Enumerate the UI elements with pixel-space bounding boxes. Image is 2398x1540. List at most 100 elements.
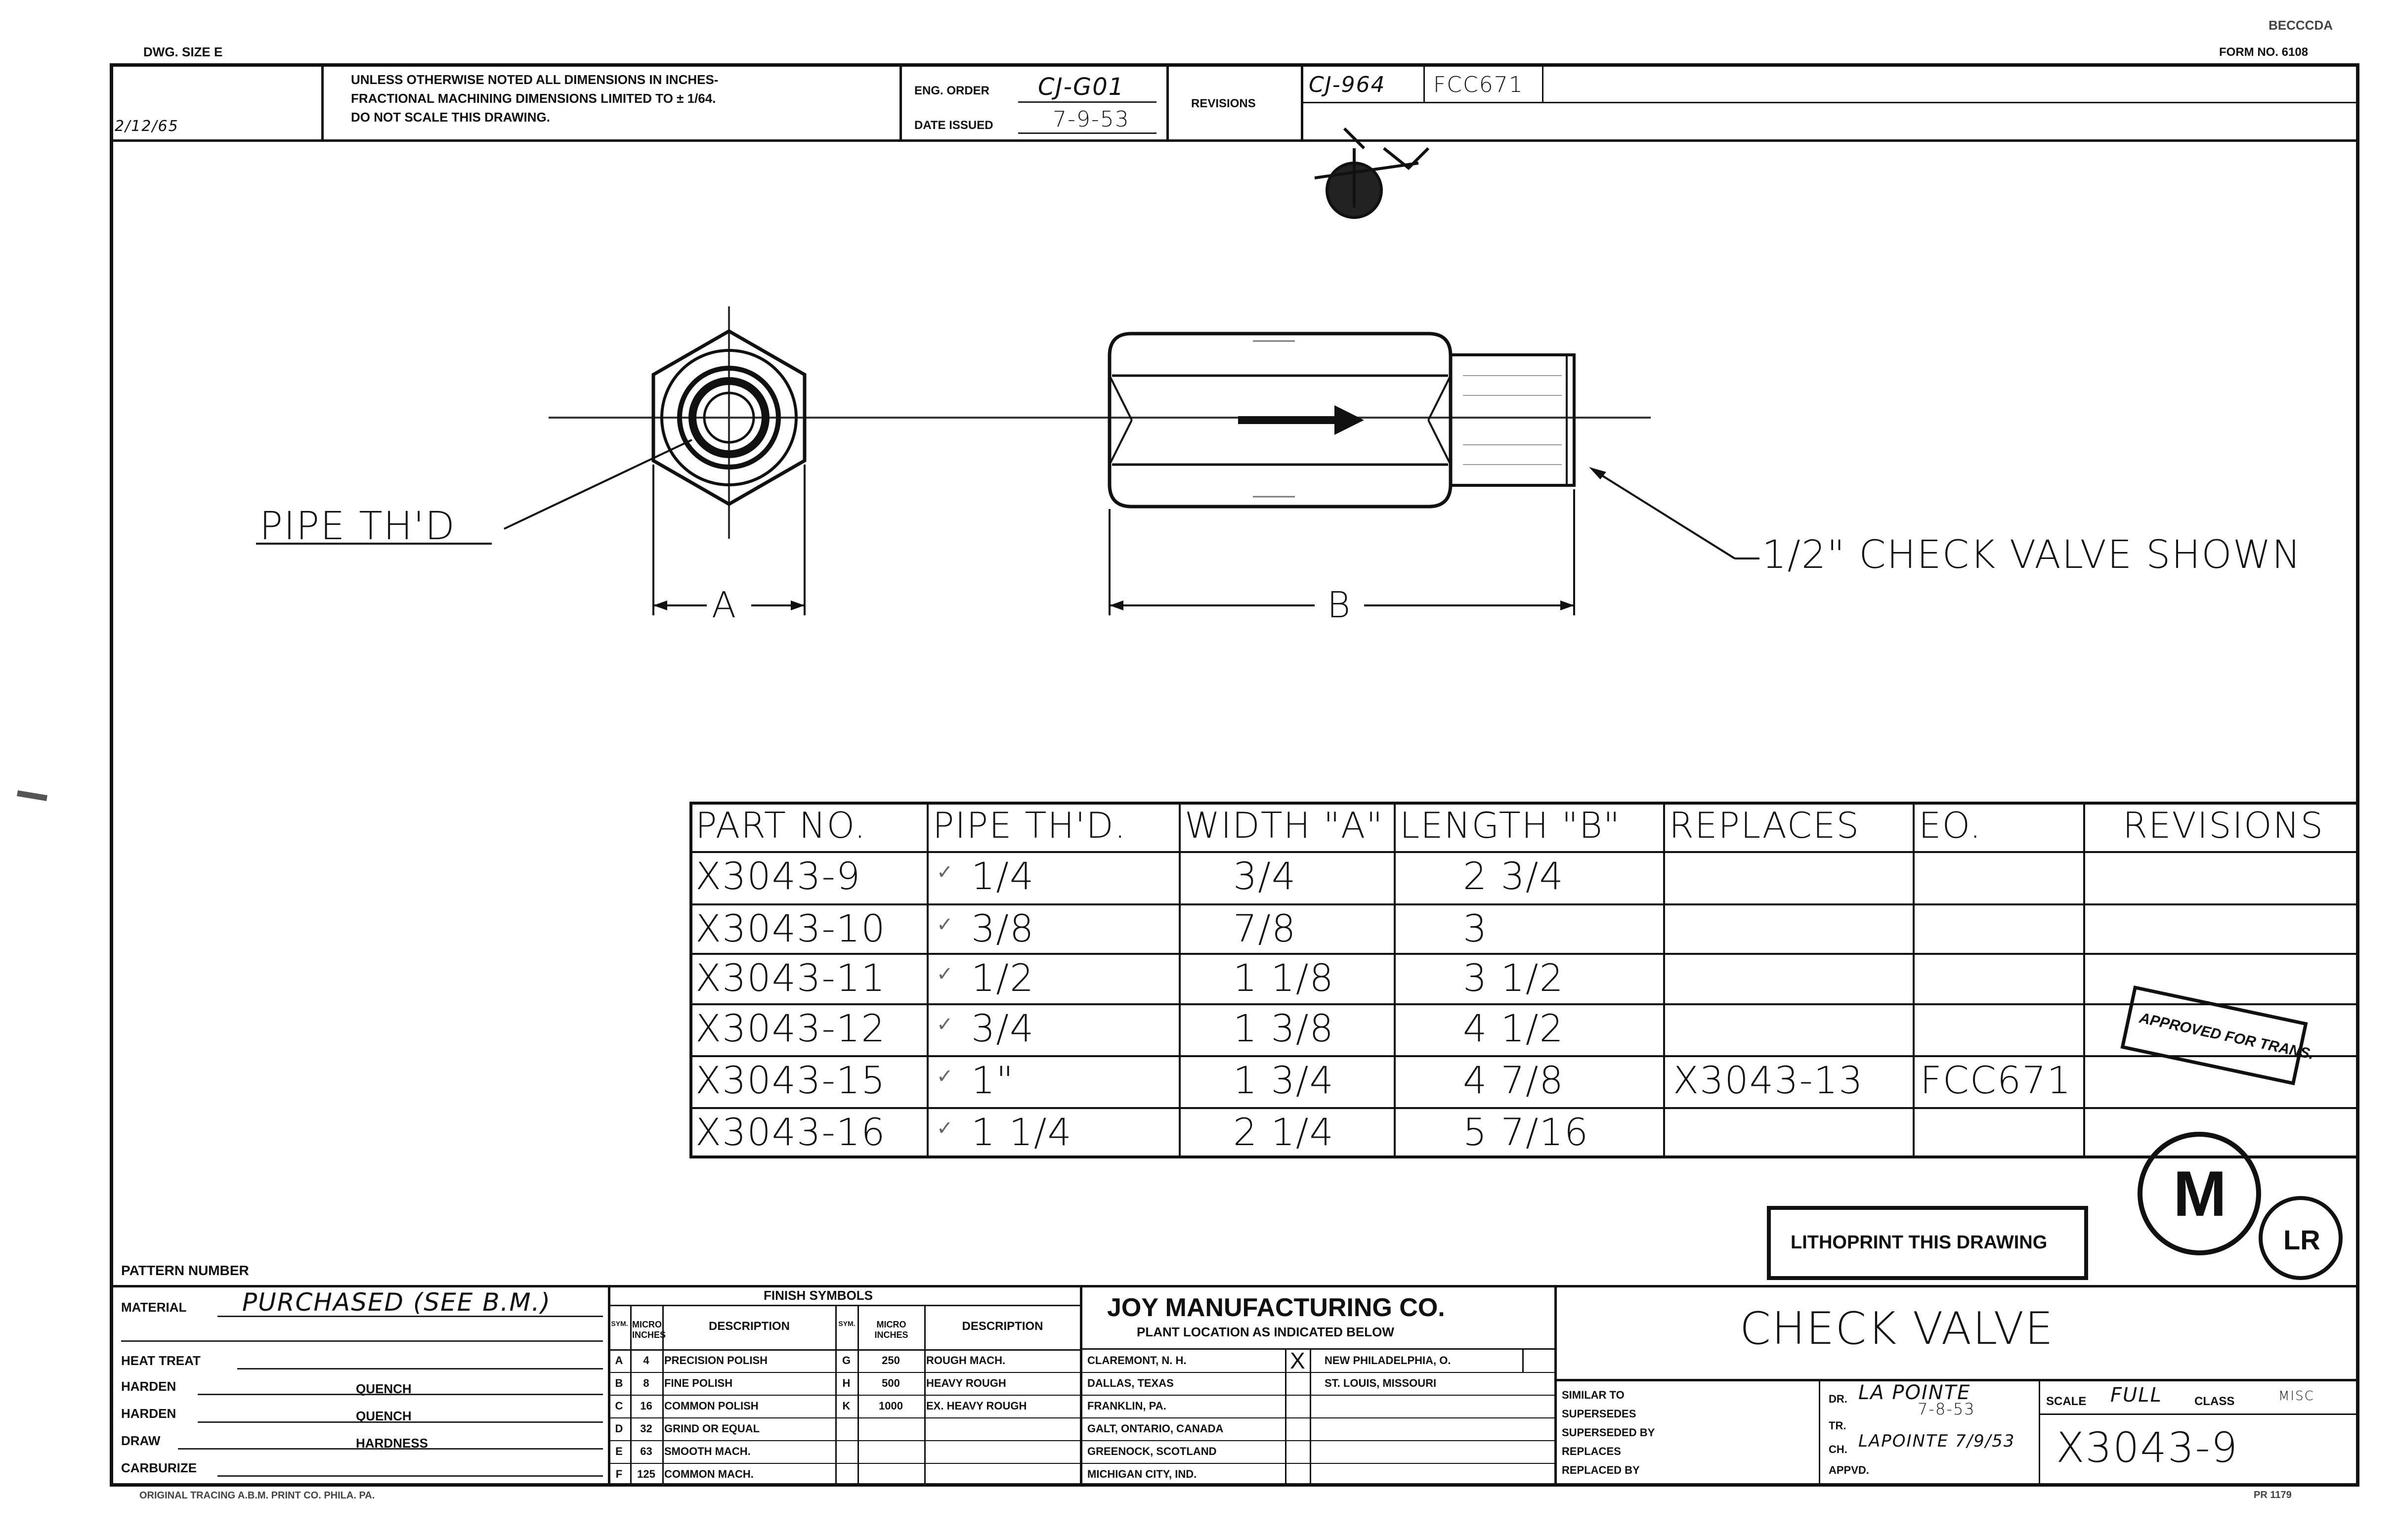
tr-label: TR. <box>1829 1419 1846 1432</box>
revision-1: CJ-964 <box>1309 72 1386 97</box>
table-column-line <box>1913 802 1915 1158</box>
company-name: JOY MANUFACTURING CO. <box>1107 1293 1445 1322</box>
plant-row-line <box>1080 1372 1554 1373</box>
dr-date: 7-8-53 <box>1918 1400 1975 1418</box>
ref-divider <box>1819 1379 1820 1487</box>
finish-cell-2-2: 8 <box>643 1377 649 1389</box>
finish-cell-2-5: 500 <box>882 1377 900 1389</box>
pattern-number-label: PATTERN NUMBER <box>121 1263 249 1278</box>
header-replaces: REPLACES <box>1669 805 1860 846</box>
header-bottom-line <box>110 139 2359 142</box>
harden-2-line <box>198 1421 603 1423</box>
finish-cell-5-2: 63 <box>640 1445 652 1457</box>
finish-cell-2-1: B <box>615 1377 623 1389</box>
table-row-2-col-1: X3043-10 <box>695 906 886 950</box>
supersedes-label: SUPERSEDES <box>1562 1408 1636 1420</box>
scale-label: SCALE <box>2046 1395 2087 1408</box>
finish-header-3: DESCRIPTION <box>708 1320 790 1333</box>
finish-row-line <box>608 1417 1080 1418</box>
finish-header-6: DESCRIPTION <box>962 1320 1043 1333</box>
lithoprint-text: LITHOPRINT THIS DRAWING <box>1791 1232 2048 1253</box>
m-logo: M <box>2138 1132 2261 1255</box>
finish-row-line <box>608 1463 1080 1464</box>
table-row-6-col-2: 1 1/4 <box>971 1110 1072 1154</box>
drawing-number: X3043-9 <box>2056 1423 2239 1472</box>
carburize-label: CARBURIZE <box>121 1460 197 1475</box>
finish-cell-3-4: K <box>842 1400 851 1412</box>
footer-right: PR 1179 <box>2254 1490 2292 1500</box>
scale-value: FULL <box>2110 1384 2162 1407</box>
finish-column-line <box>662 1305 664 1487</box>
check-tick: ✓ <box>937 963 953 985</box>
table-row-5-col-1: X3043-15 <box>695 1058 886 1102</box>
table-row-5-col-3: 1 3/4 <box>1233 1058 1334 1102</box>
table-row-6-col-1: X3043-16 <box>695 1110 886 1154</box>
finish-cell-6-1: F <box>615 1468 623 1480</box>
finish-header-line <box>608 1349 1080 1351</box>
ch-value: LAPOINTE 7/9/53 <box>1858 1431 2015 1451</box>
header-divider-1 <box>321 63 324 139</box>
finish-header-1: SYM. <box>611 1320 628 1327</box>
dr-value: LA POINTE <box>1858 1381 1971 1404</box>
heat-treat-label: HEAT TREAT <box>121 1353 201 1368</box>
harden-1-line <box>198 1394 603 1395</box>
table-column-line <box>2083 802 2085 1158</box>
check-valve-shown-label: 1/2" CHECK VALVE SHOWN <box>1762 533 2302 577</box>
dr-label: DR. <box>1829 1393 1847 1405</box>
title-col-1 <box>608 1285 610 1487</box>
replaced-by-label: REPLACED BY <box>1562 1464 1640 1476</box>
eng-order-value: CJ-G01 <box>1038 73 1125 101</box>
revision-col-2 <box>1542 63 1543 102</box>
header-divider-2 <box>899 63 902 139</box>
table-row-1-col-3: 3/4 <box>1233 854 1297 898</box>
m-logo-letter: M <box>2173 1157 2227 1230</box>
check-tick: ✓ <box>937 861 953 884</box>
material-value: PURCHASED (SEE B.M.) <box>242 1288 551 1317</box>
table-row-line <box>689 903 2359 905</box>
finish-column-line <box>924 1305 926 1487</box>
finish-symbols-title: FINISH SYMBOLS <box>764 1288 873 1303</box>
finish-cell-5-3: SMOOTH MACH. <box>664 1445 751 1457</box>
finish-row-line <box>608 1440 1080 1441</box>
date-issued-label: DATE ISSUED <box>914 119 993 132</box>
table-row-4-col-1: X3043-12 <box>695 1006 886 1050</box>
finish-cell-1-1: A <box>615 1354 623 1367</box>
note-line-3: DO NOT SCALE THIS DRAWING. <box>351 110 550 125</box>
replaces-label: REPLACES <box>1562 1445 1621 1457</box>
check-tick: ✓ <box>937 1065 953 1088</box>
finish-column-line <box>835 1305 837 1487</box>
ch-label: CH. <box>1829 1443 1847 1455</box>
revision-col-1 <box>1423 63 1425 102</box>
table-row-3-col-1: X3043-11 <box>695 956 886 1000</box>
table-row-3-col-3: 1 1/8 <box>1233 956 1334 1000</box>
finish-cell-5-1: E <box>615 1445 623 1457</box>
pipe-thread-label: PIPE TH'D <box>259 504 456 549</box>
table-row-line <box>689 953 2359 955</box>
table-row-line <box>689 1107 2359 1109</box>
plant-left-6: MICHIGAN CITY, IND. <box>1087 1468 1197 1480</box>
dimension-a-label: A <box>712 584 737 626</box>
title-col-3 <box>1554 1285 1557 1487</box>
scale-line <box>2039 1413 2359 1415</box>
table-row-line <box>689 1055 2359 1057</box>
harden-2-label: HARDEN <box>121 1406 176 1421</box>
class-label: CLASS <box>2194 1395 2235 1408</box>
finish-row-line <box>608 1372 1080 1373</box>
note-line-2: FRACTIONAL MACHINING DIMENSIONS LIMITED … <box>351 91 716 106</box>
superseded-by-label: SUPERSEDED BY <box>1562 1426 1655 1439</box>
table-row-2-col-4: 3 <box>1463 906 1488 950</box>
plant-left-5: GREENOCK, SCOTLAND <box>1087 1445 1217 1457</box>
finish-cell-3-3: COMMON POLISH <box>664 1400 759 1412</box>
table-row-4-col-2: 3/4 <box>971 1006 1035 1050</box>
plant-left-3: FRANKLIN, PA. <box>1087 1400 1166 1412</box>
table-row-5-col-5: X3043-13 <box>1673 1058 1864 1102</box>
table-row-6-col-4: 5 7/16 <box>1463 1110 1589 1154</box>
header-eo: EO. <box>1919 805 1982 846</box>
finish-cell-2-4: H <box>842 1377 851 1389</box>
finish-cell-3-1: C <box>615 1400 623 1412</box>
check-tick: ✓ <box>937 913 953 936</box>
table-row-line <box>689 851 2359 853</box>
finish-cell-1-3: PRECISION POLISH <box>664 1354 768 1367</box>
header-divider-4 <box>1301 63 1303 139</box>
finish-column-line <box>630 1305 632 1487</box>
